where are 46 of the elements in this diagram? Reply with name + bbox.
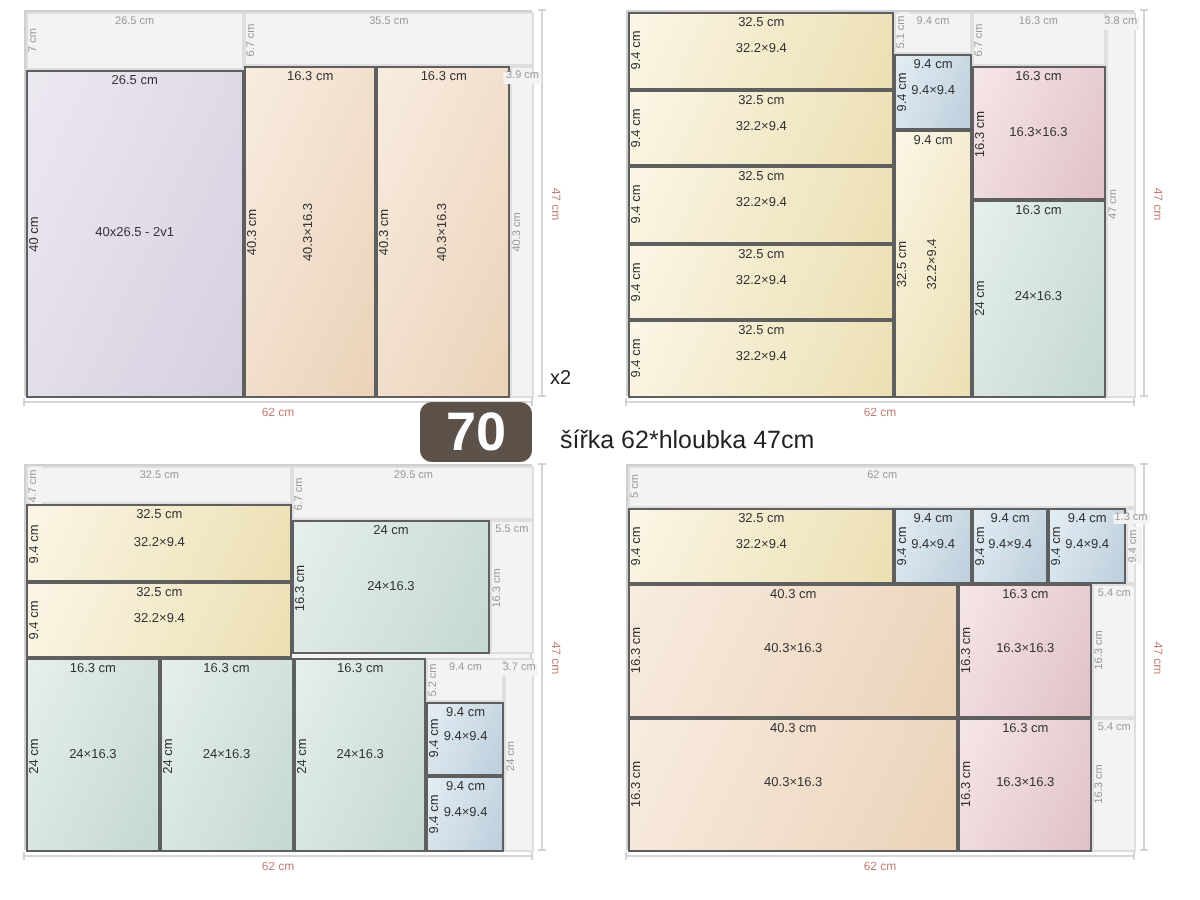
- cut-piece: [971, 507, 1049, 585]
- cut-piece: [628, 584, 959, 718]
- note-text: x2: [550, 368, 572, 390]
- cut-piece: [1048, 507, 1126, 585]
- cut-piece: [26, 581, 293, 659]
- sheet-panel: [626, 10, 1134, 396]
- offcut-area: [894, 12, 972, 54]
- offcut-area: [489, 520, 535, 655]
- offcut-area: [971, 12, 1106, 67]
- cut-piece: [894, 130, 972, 398]
- cut-piece: [159, 658, 294, 852]
- cut-piece: [26, 69, 244, 398]
- cut-piece: [628, 166, 895, 244]
- offcut-area: [1105, 12, 1137, 398]
- cut-piece: [894, 53, 972, 131]
- cut-piece: [628, 507, 895, 585]
- sheet-panel: [24, 464, 532, 850]
- number-badge: 70: [420, 402, 532, 462]
- cut-piece: [293, 658, 427, 852]
- offcut-area: [426, 658, 505, 702]
- note-text: šířka 62*hloubka 47cm: [560, 426, 815, 454]
- cut-piece: [971, 200, 1106, 398]
- cut-piece: [426, 701, 505, 777]
- cut-piece: [628, 717, 959, 852]
- cut-piece: [958, 584, 1093, 718]
- offcut-area: [243, 12, 535, 67]
- offcut-area: [1092, 584, 1137, 718]
- offcut-area: [504, 658, 535, 852]
- cut-piece: [894, 507, 972, 585]
- cut-piece: [971, 66, 1106, 201]
- offcut-area: [1092, 717, 1137, 852]
- offcut-area: [26, 466, 293, 505]
- cut-piece: [426, 776, 505, 852]
- cut-piece: [292, 520, 490, 655]
- cut-piece: [628, 12, 895, 90]
- offcut-area: [292, 466, 535, 521]
- cut-piece: [243, 66, 377, 398]
- cut-piece: [628, 320, 895, 398]
- cut-piece: [628, 89, 895, 167]
- offcut-area: [510, 66, 535, 398]
- offcut-area: [628, 466, 1137, 507]
- cut-piece: [26, 658, 160, 852]
- offcut-area: [26, 12, 244, 70]
- cut-piece: [26, 504, 293, 582]
- cut-piece: [628, 243, 895, 321]
- cut-piece: [958, 717, 1093, 852]
